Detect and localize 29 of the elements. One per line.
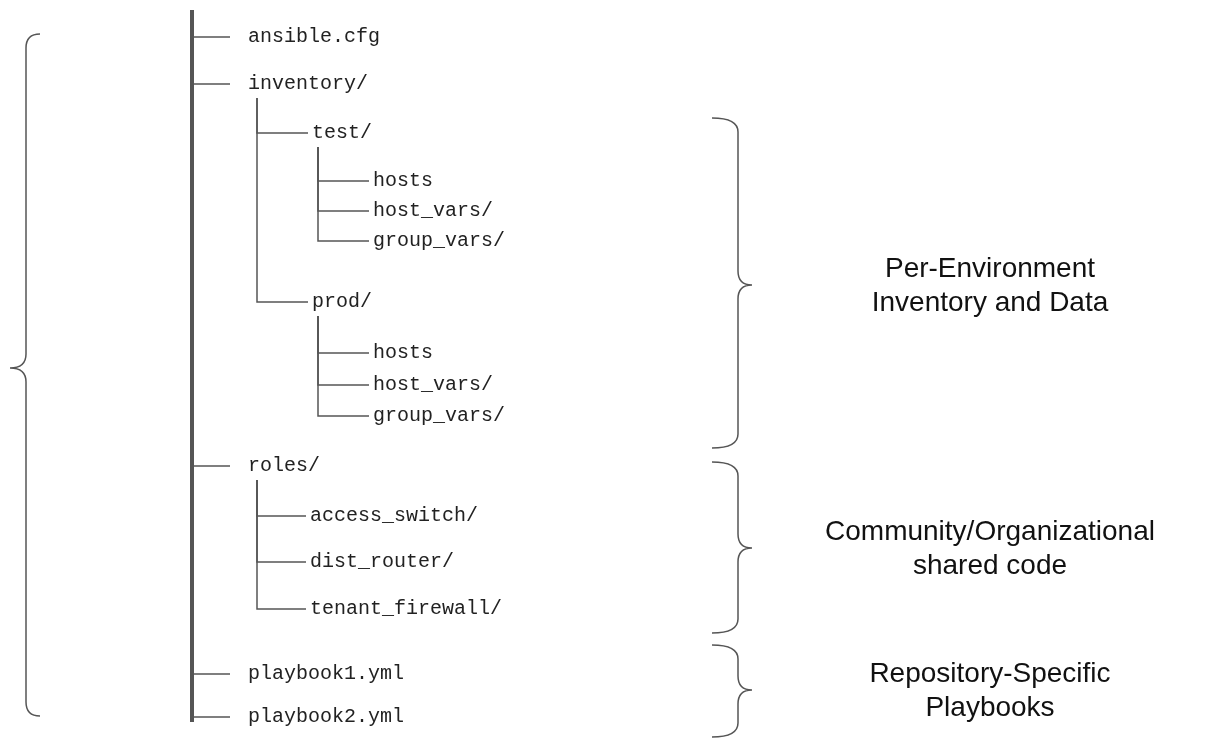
file-name: playbook2.yml bbox=[246, 705, 407, 729]
tree-line bbox=[193, 673, 231, 675]
file-name: group_vars/ bbox=[371, 229, 508, 253]
file-name: hosts bbox=[371, 169, 435, 193]
file-name: dist_router/ bbox=[308, 550, 457, 574]
tree-line bbox=[256, 97, 309, 303]
tree-line bbox=[193, 83, 231, 85]
file-name: group_vars/ bbox=[371, 404, 508, 428]
tree-line bbox=[317, 146, 370, 242]
file-name: playbook1.yml bbox=[246, 662, 407, 686]
file-name: tenant_firewall/ bbox=[308, 597, 505, 621]
file-name: ansible.cfg bbox=[246, 25, 383, 49]
tree-line bbox=[193, 465, 231, 467]
group-label: Community/Organizational shared code bbox=[824, 514, 1156, 582]
file-name: roles/ bbox=[246, 454, 322, 478]
file-name: host_vars/ bbox=[371, 373, 496, 397]
group-label: Repository-Specific Playbooks bbox=[868, 656, 1112, 724]
tree-line bbox=[256, 479, 307, 610]
file-name: prod/ bbox=[310, 290, 374, 314]
file-name: host_vars/ bbox=[371, 199, 496, 223]
file-name: hosts bbox=[371, 341, 435, 365]
tree-line bbox=[193, 36, 231, 38]
file-name: access_switch/ bbox=[308, 504, 481, 528]
file-name: test/ bbox=[310, 121, 374, 145]
tree-line bbox=[317, 315, 370, 417]
group-label: Per-Environment Inventory and Data bbox=[870, 251, 1110, 319]
file-name: inventory/ bbox=[246, 72, 371, 96]
tree-trunk bbox=[190, 10, 194, 722]
tree-line bbox=[193, 716, 231, 718]
